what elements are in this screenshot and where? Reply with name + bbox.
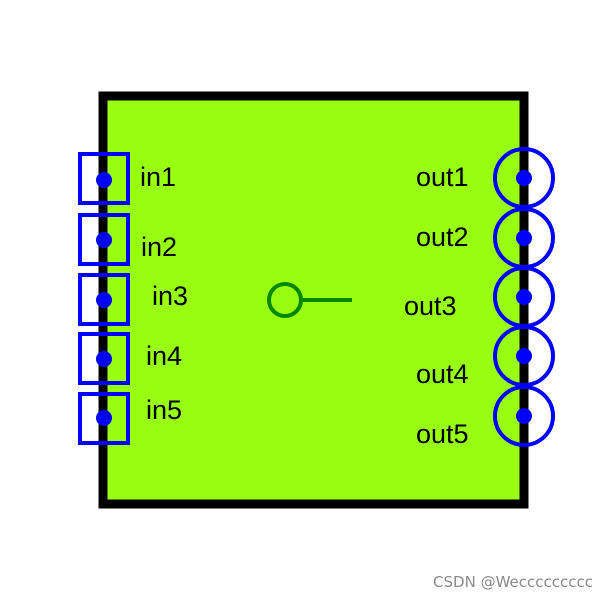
input-label-in1: in1 bbox=[140, 162, 176, 192]
output-label-out2: out2 bbox=[416, 222, 469, 252]
output-label-out3: out3 bbox=[404, 291, 457, 321]
input-label-in5: in5 bbox=[146, 395, 182, 425]
input-port-in2[interactable]: in2 bbox=[78, 213, 177, 266]
output-ports: out1 out2 out3 out4 out5 bbox=[404, 147, 555, 449]
watermark: CSDN @Weccccccccc bbox=[433, 573, 593, 591]
center-symbol-icon bbox=[267, 282, 352, 318]
input-port-in1[interactable]: in1 bbox=[78, 152, 176, 205]
input-port-in5[interactable]: in5 bbox=[78, 392, 182, 445]
output-label-out1: out1 bbox=[416, 162, 469, 192]
input-label-in3: in3 bbox=[152, 281, 188, 311]
input-label-in2: in2 bbox=[141, 232, 177, 262]
output-port-out2[interactable]: out2 bbox=[416, 207, 555, 269]
output-port-out4[interactable]: out4 bbox=[416, 325, 555, 389]
input-ports: in1 in2 in3 in4 in5 bbox=[78, 152, 188, 445]
output-label-out4: out4 bbox=[416, 359, 469, 389]
output-port-out3[interactable]: out3 bbox=[404, 266, 555, 328]
input-port-in3[interactable]: in3 bbox=[78, 273, 188, 326]
input-label-in4: in4 bbox=[146, 341, 182, 371]
output-label-out5: out5 bbox=[416, 419, 469, 449]
output-port-out5[interactable]: out5 bbox=[416, 385, 555, 449]
input-port-in4[interactable]: in4 bbox=[78, 332, 182, 385]
